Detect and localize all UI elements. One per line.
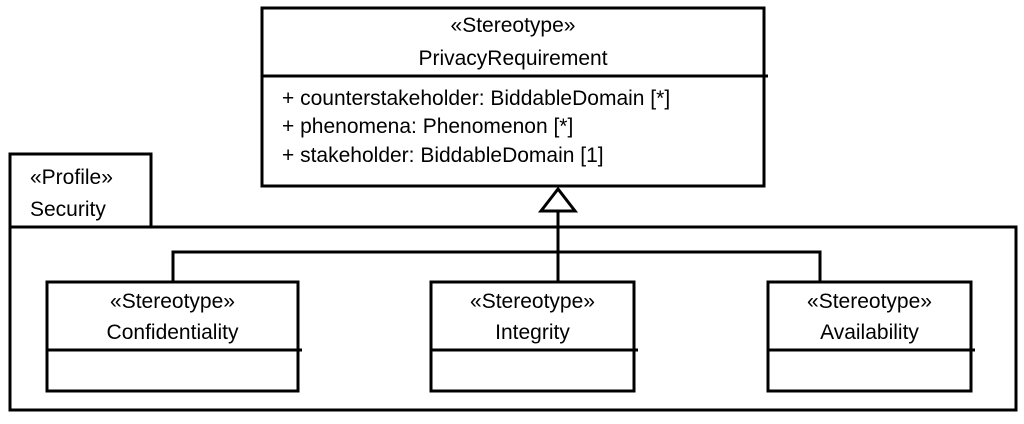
parent-class-name: PrivacyRequirement [418,47,608,70]
package-frame [8,152,1018,412]
child-class-name-availability: Availability [820,321,919,344]
parent-class-box [260,6,768,188]
child-class-stereotype: «Stereotype» [470,290,595,313]
branch-line [171,250,822,282]
child-class-name-integrity: Integrity [495,321,570,344]
parent-class-attribute: + counterstakeholder: BiddableDomain [*] [282,87,671,110]
package-name: Security [30,198,106,221]
package-tab [8,152,153,227]
child-class-box-integrity [429,280,638,393]
parent-class-attribute: + phenomena: Phenomenon [*] [282,115,574,138]
generalization-arrowhead [537,186,579,213]
child-class-stereotype: «Stereotype» [807,290,932,313]
child-class-name-confidentiality: Confidentiality [106,321,239,344]
parent-class-stereotype: «Stereotype» [450,14,576,37]
child-class-stereotype: «Stereotype» [110,290,235,313]
child-class-box-availability [766,280,975,393]
parent-class-attribute: + stakeholder: BiddableDomain [1] [282,144,604,167]
child-class-box-confidentiality [45,280,302,393]
package-stereotype: «Profile» [30,166,113,189]
generalization-connectors [171,211,822,282]
package-body [8,225,1018,412]
